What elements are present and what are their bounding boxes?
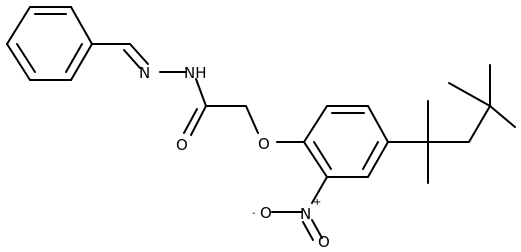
hydrazide-nh-label: NH <box>184 64 207 82</box>
aryl-bond-6 <box>303 141 328 178</box>
amide-n-c-bond <box>195 78 207 107</box>
carbonyl-bond-inner <box>183 108 198 134</box>
nitro-bond <box>311 176 328 204</box>
benzene-bond-3 <box>70 6 93 45</box>
nitro-n-label: N <box>300 205 311 223</box>
imine-n-label: N <box>139 64 150 82</box>
nitro-o-bottom-label: O <box>318 233 330 251</box>
carbonyl-bond-outer <box>190 105 207 136</box>
ether-o-label: O <box>258 135 270 153</box>
benzene-bond-6 <box>6 43 31 81</box>
imine-double-bond-inner <box>123 49 141 69</box>
aryl-bond-4 <box>367 141 389 178</box>
imine-double-bond-outer <box>129 43 149 65</box>
benzene-bond-4 <box>70 43 93 81</box>
aryl-bond-3 <box>367 105 389 143</box>
carbonyl-o-label: O <box>176 136 188 154</box>
nitro-o-top-label: O <box>260 204 272 222</box>
nitro-double-bond-inner <box>302 221 314 241</box>
benzene-inner-bond-3 <box>16 43 36 73</box>
ether-bond-left <box>245 105 259 134</box>
aryl-inner-bond-3 <box>313 141 332 170</box>
nitro-negative-charge: - <box>252 208 256 219</box>
aryl-bond-1 <box>303 105 328 143</box>
aryl-inner-bond-2 <box>362 141 379 170</box>
alkyl-bond-3 <box>468 105 491 143</box>
nitro-double-bond-outer <box>311 219 323 239</box>
nitro-positive-charge: + <box>313 197 321 208</box>
benzene-bond-1 <box>6 6 31 45</box>
benzene-inner-bond-2 <box>65 43 83 73</box>
alkyl-methyl-right <box>489 105 516 128</box>
alkyl-methyl-left <box>448 82 491 107</box>
